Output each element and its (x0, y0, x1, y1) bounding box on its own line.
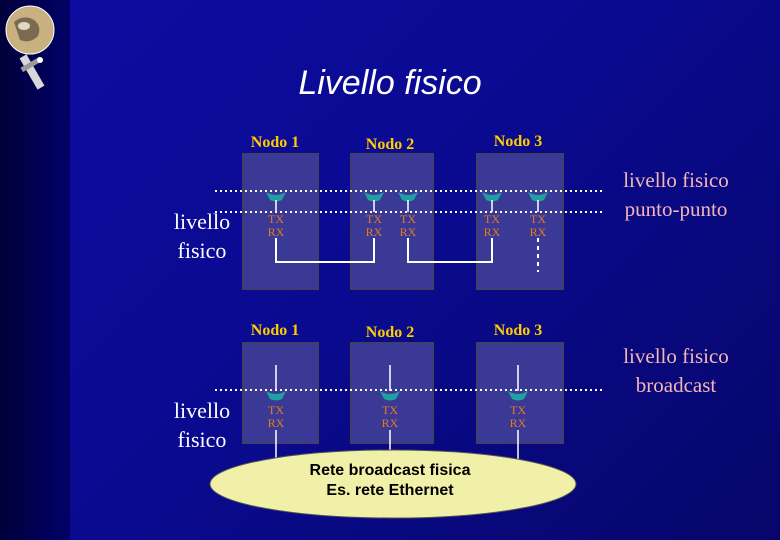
broadcast-network-ellipse (209, 449, 577, 519)
node-3-top-label: Nodo 3 (493, 133, 543, 150)
node-2-top-label: Nodo 2 (365, 136, 415, 153)
broadcast-network-line2: Es. rete Ethernet (326, 482, 454, 499)
node-1-top-label: Nodo 1 (250, 134, 300, 151)
rx-label: RX (483, 225, 501, 239)
rx-label: RX (267, 416, 285, 430)
bottom-left-label: livello fisico (173, 398, 231, 452)
node-box-3-top (476, 153, 564, 290)
top-left-label: livello fisico (173, 209, 231, 263)
node-box-1-top (242, 153, 319, 290)
node-box-1-bottom (242, 342, 319, 444)
left-sidebar (0, 0, 70, 540)
node-3-bottom-label: Nodo 3 (493, 322, 543, 339)
node-box-3-bottom (476, 342, 564, 444)
tx-label: TX (400, 212, 416, 226)
tx-label: TX (366, 212, 382, 226)
node-box-2-top (350, 153, 434, 290)
tx-label: TX (484, 212, 500, 226)
node-1-bottom-label: Nodo 1 (250, 322, 300, 339)
rx-label: RX (381, 416, 399, 430)
broadcast-network-line1: Rete broadcast fisica (309, 462, 471, 479)
globe-satellite-logo (5, 5, 55, 90)
rx-label: RX (399, 225, 417, 239)
top-right-label: livello fisico punto-punto (623, 168, 729, 221)
tx-label: TX (382, 403, 398, 417)
node-box-2-bottom (350, 342, 434, 444)
tx-label: TX (268, 212, 284, 226)
bottom-right-label: livello fisico broadcast (623, 344, 729, 397)
tx-label: TX (510, 403, 526, 417)
tx-label: TX (268, 403, 284, 417)
node-2-bottom-label: Nodo 2 (365, 324, 415, 341)
rx-label: RX (365, 225, 383, 239)
rx-label: RX (529, 225, 547, 239)
rx-label: RX (509, 416, 527, 430)
rx-label: RX (267, 225, 285, 239)
tx-label: TX (530, 212, 546, 226)
broadcast-network-label: Rete broadcast fisica Es. rete Ethernet (270, 461, 510, 501)
slide-title: Livello fisico (298, 64, 482, 102)
